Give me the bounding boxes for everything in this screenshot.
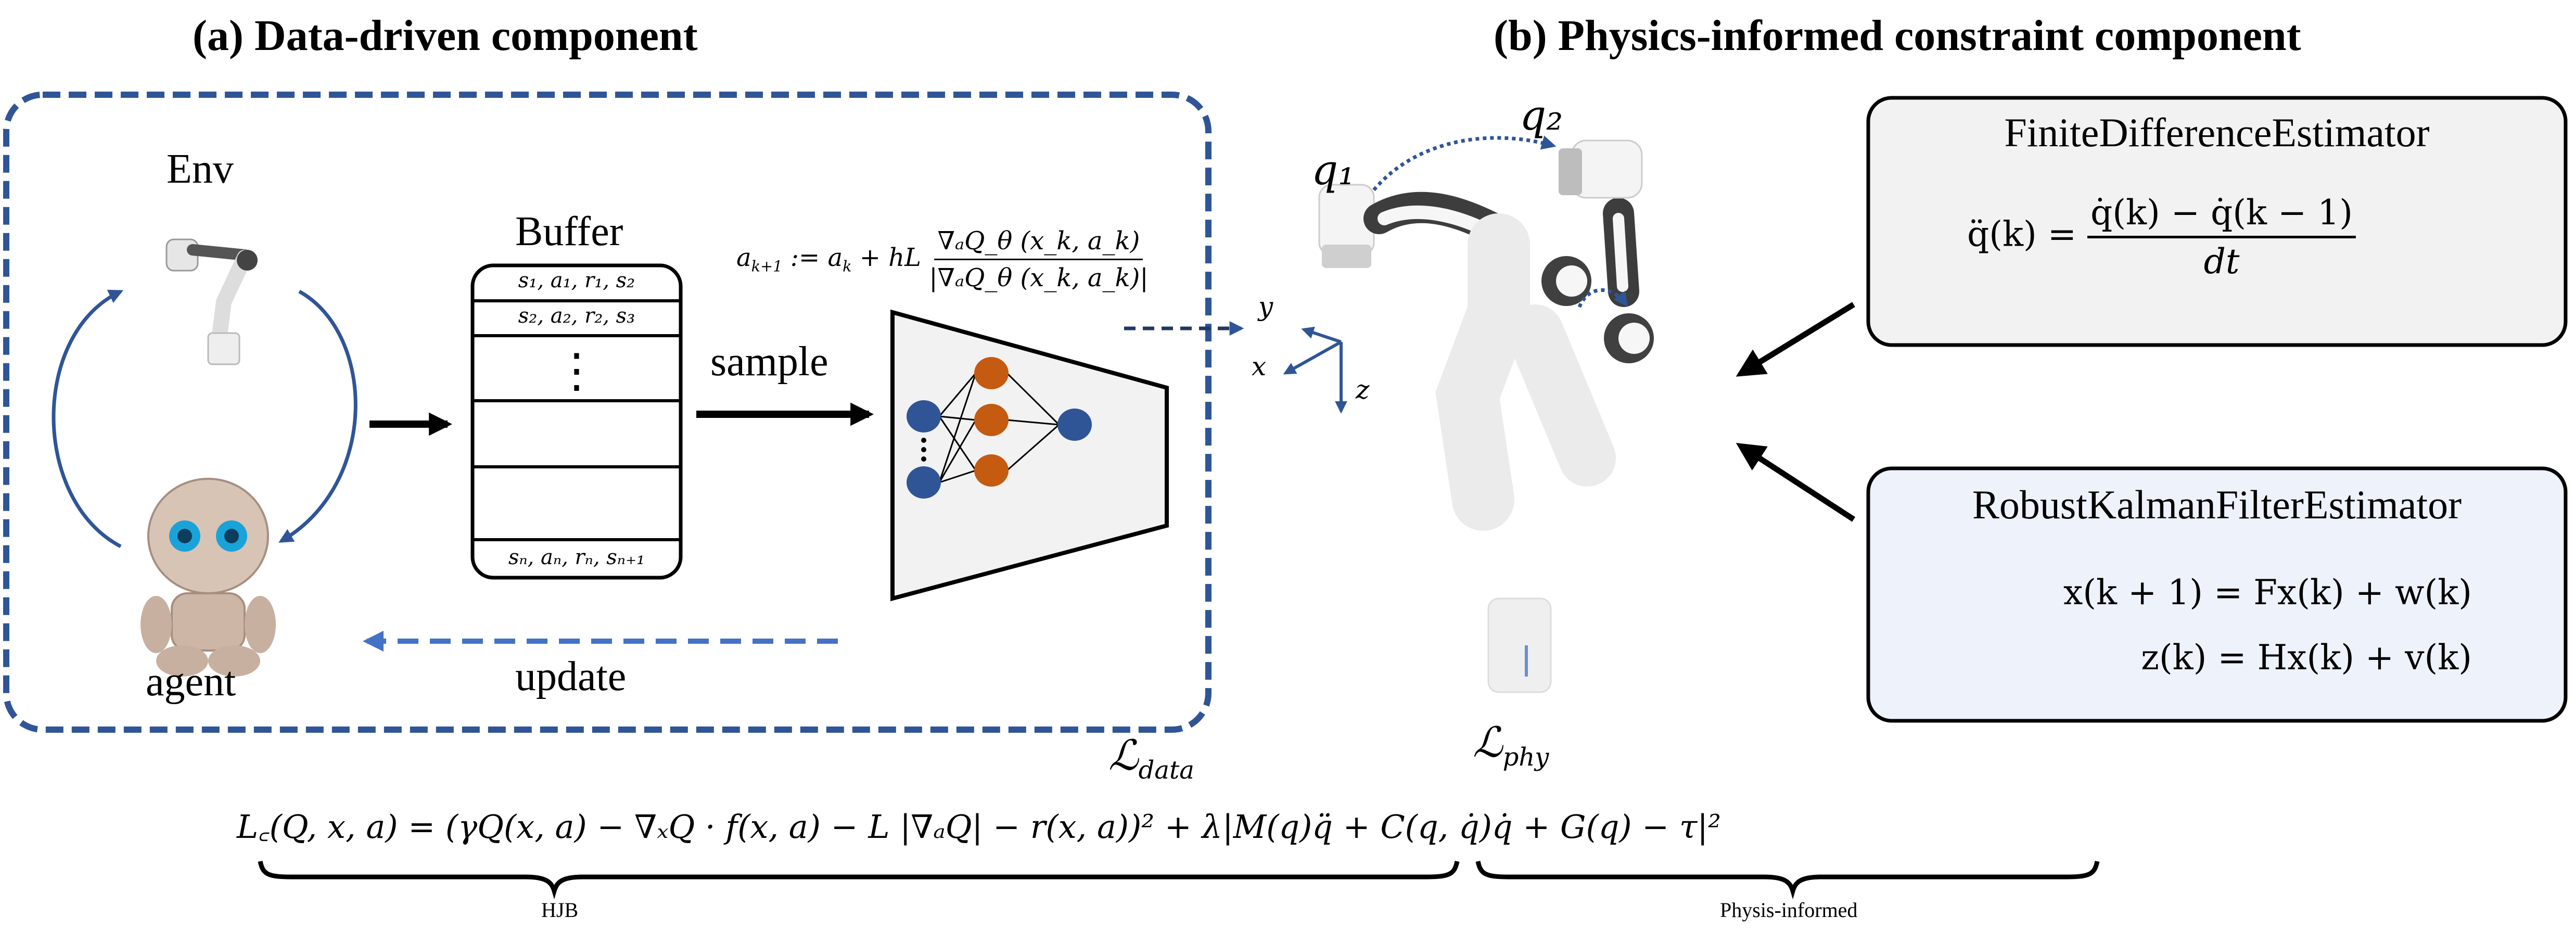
finite-difference-box <box>1866 96 2568 347</box>
axis-label-z: z <box>1356 375 1370 405</box>
hidden-node <box>974 404 1009 436</box>
buffer-ellipsis: ⋮ <box>553 343 600 398</box>
input-ellipsis-dot <box>921 438 926 443</box>
network-edge <box>938 373 977 483</box>
sample-label: sample <box>710 339 828 385</box>
network-edge <box>938 416 977 471</box>
network-edge <box>938 419 977 483</box>
network-edge <box>1006 372 1060 426</box>
kalman-filter-box <box>1866 466 2568 723</box>
physics-term: λ|M(q)q̈ + C(q, q̇)q̇ + G(q) − τ|² <box>1202 808 1721 846</box>
kalman-measurement-equation: z(k) = Hx(k) + v(k) <box>2141 638 2472 678</box>
network-edge <box>1006 419 1060 426</box>
joint-label-q1: q₁ <box>1311 146 1355 194</box>
physics-robot-arm-image <box>1318 139 1654 693</box>
network-edge <box>939 469 976 483</box>
buffer-row: sₙ, aₙ, rₙ, sₙ₊₁ <box>508 545 645 569</box>
action-update-formula: ak+1 := ak + hL ∇ₐQ_θ (x_k, a_k) |∇ₐQ_θ … <box>736 226 1149 292</box>
hidden-node <box>974 357 1009 389</box>
kalman-state-equation: x(k + 1) = Fx(k) + w(k) <box>2063 572 2472 613</box>
data-driven-container <box>3 92 1212 733</box>
joint-q1-q2-arc-arrow <box>1372 135 1557 192</box>
agent-to-env-arrow <box>52 289 124 549</box>
physics-informed-caption: Physis-informed <box>1720 898 1858 922</box>
hidden-node <box>974 454 1009 487</box>
action-update-fraction: ∇ₐQ_θ (x_k, a_k) |∇ₐQ_θ (x_k, a_k)| <box>929 226 1149 292</box>
combined-loss-equation: L꜀(Q, x, a) = (γQ(x, a) − ∇ₓQ · f(x, a) … <box>237 804 1721 848</box>
network-edge <box>938 373 977 417</box>
buffer-row: s₁, a₁, r₁, s₂ <box>518 269 635 292</box>
finite-difference-arrow <box>1736 302 1855 377</box>
loss-plus: + <box>1154 808 1202 846</box>
panel-a-title: (a) Data-driven component <box>193 11 698 60</box>
input-ellipsis-dot <box>921 447 926 452</box>
buffer-row: s₂, a₂, r₂, s₃ <box>518 304 635 328</box>
network-nodes <box>907 357 1092 499</box>
env-to-agent-arrow <box>278 289 358 543</box>
env-label: Env <box>167 146 234 192</box>
axis-label-y: y <box>1258 291 1273 322</box>
q-network-trapezoid <box>890 309 1169 602</box>
input-node <box>907 400 941 432</box>
env-robot-arm-image <box>165 238 258 365</box>
input-node <box>907 466 941 499</box>
panel-b-title: (b) Physics-informed constraint componen… <box>1494 11 2301 60</box>
network-edges <box>938 372 1060 483</box>
physics-underbrace <box>1475 861 2100 899</box>
axis-label-x: x <box>1252 351 1267 381</box>
buffer-title: Buffer <box>515 209 623 254</box>
hjb-caption: HJB <box>541 898 579 922</box>
agent-robot-image <box>141 478 276 677</box>
finite-difference-equation: q̈(k) = q̇(k) − q̇(k − 1) dt <box>1967 193 2356 282</box>
loss-physics-label: ℒphy <box>1473 718 1549 772</box>
finite-difference-title: FiniteDifferenceEstimator <box>2004 110 2430 155</box>
joint-small-arc-arrow <box>1577 288 1628 308</box>
kalman-filter-arrow <box>1736 443 1855 522</box>
coordinate-frame <box>1283 326 1347 414</box>
loss-equation-lhs: L꜀(Q, x, a) = <box>237 808 445 846</box>
update-label: update <box>515 654 627 699</box>
network-edge <box>1006 424 1060 472</box>
output-node <box>1057 409 1092 441</box>
hjb-term: (γQ(x, a) − ∇ₓQ · f(x, a) − L |∇ₐQ| − r(… <box>445 808 1155 846</box>
buffer-box <box>470 263 683 580</box>
loss-data-label: ℒdata <box>1108 731 1194 785</box>
joint-label-q2: q₂ <box>1520 91 1563 139</box>
network-edge <box>939 415 976 421</box>
input-ellipsis-dot <box>921 456 926 462</box>
hjb-underbrace <box>258 861 1460 899</box>
kalman-filter-title: RobustKalmanFilterEstimator <box>1972 482 2462 527</box>
agent-label: agent <box>146 659 236 705</box>
